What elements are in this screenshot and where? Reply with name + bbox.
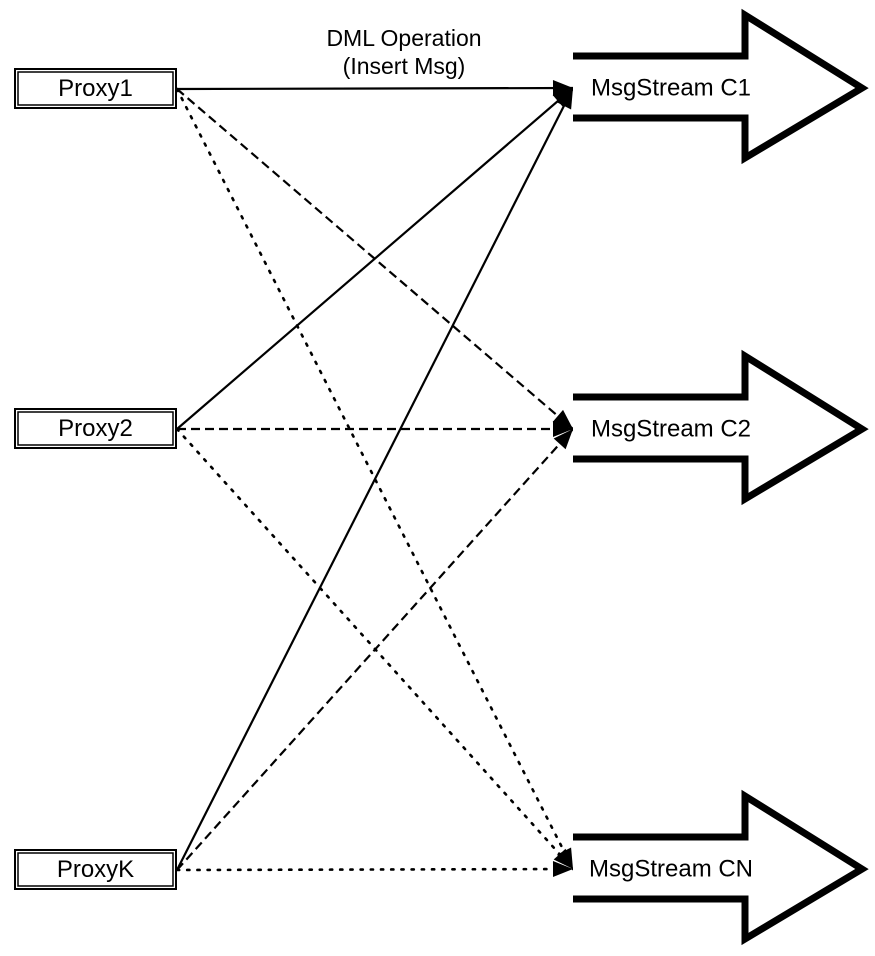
link-proxy1-to-c1	[176, 86, 574, 91]
arrowhead-proxyk-to-c2	[553, 429, 573, 450]
link-proxyk-to-c1	[176, 87, 574, 871]
msgstream-arrow-shape-c2	[573, 349, 869, 506]
proxy-node-proxy1[interactable]: Proxy1	[14, 68, 177, 109]
proxy-node-proxy2[interactable]: Proxy2	[14, 408, 177, 449]
arrowheads-layer	[552, 80, 573, 878]
arrowhead-proxy1-to-c2	[552, 409, 573, 429]
msgstream-arrow-shape-cn	[573, 789, 869, 946]
proxy-box-inner-proxy2	[17, 411, 174, 446]
link-proxyk-to-cn	[175, 867, 575, 872]
links-layer	[175, 86, 575, 872]
msgstream-arrow-shape-c1	[573, 8, 869, 165]
edge-label-group: DML Operation (Insert Msg)	[326, 25, 481, 79]
proxy-box-inner-proxy1	[17, 71, 174, 106]
arrowhead-proxy2-to-c2	[553, 421, 573, 437]
arrowhead-proxy1-to-c1	[552, 80, 573, 97]
streams-layer: MsgStream C1 MsgStream C2 MsgStream CN	[573, 8, 869, 946]
msgstream-label-cn: MsgStream CN	[589, 855, 753, 882]
proxy-label-proxyk: ProxyK	[57, 856, 134, 883]
msgstream-label-c2: MsgStream C2	[591, 415, 751, 442]
proxy-box-inner-proxyk	[17, 852, 174, 887]
proxy-node-proxyk[interactable]: ProxyK	[14, 849, 177, 890]
link-proxy2-to-c1	[176, 87, 574, 430]
arrowhead-proxyk-to-cn	[552, 861, 573, 878]
edge-label-line2: (Insert Msg)	[343, 53, 466, 79]
proxy-label-proxy1: Proxy1	[58, 75, 133, 102]
edge-label-line1: DML Operation	[326, 25, 481, 51]
msgstream-label-c1: MsgStream C1	[591, 74, 751, 101]
msgstream-node-cn[interactable]: MsgStream CN	[573, 789, 869, 946]
link-proxyk-to-c2	[176, 428, 574, 871]
msgstream-node-c1[interactable]: MsgStream C1	[573, 8, 869, 165]
arrowhead-proxy2-to-cn	[553, 848, 573, 869]
proxy-label-proxy2: Proxy2	[58, 415, 133, 442]
arrowhead-proxyk-to-c1	[556, 88, 573, 110]
msgstream-node-c2[interactable]: MsgStream C2	[573, 349, 869, 506]
